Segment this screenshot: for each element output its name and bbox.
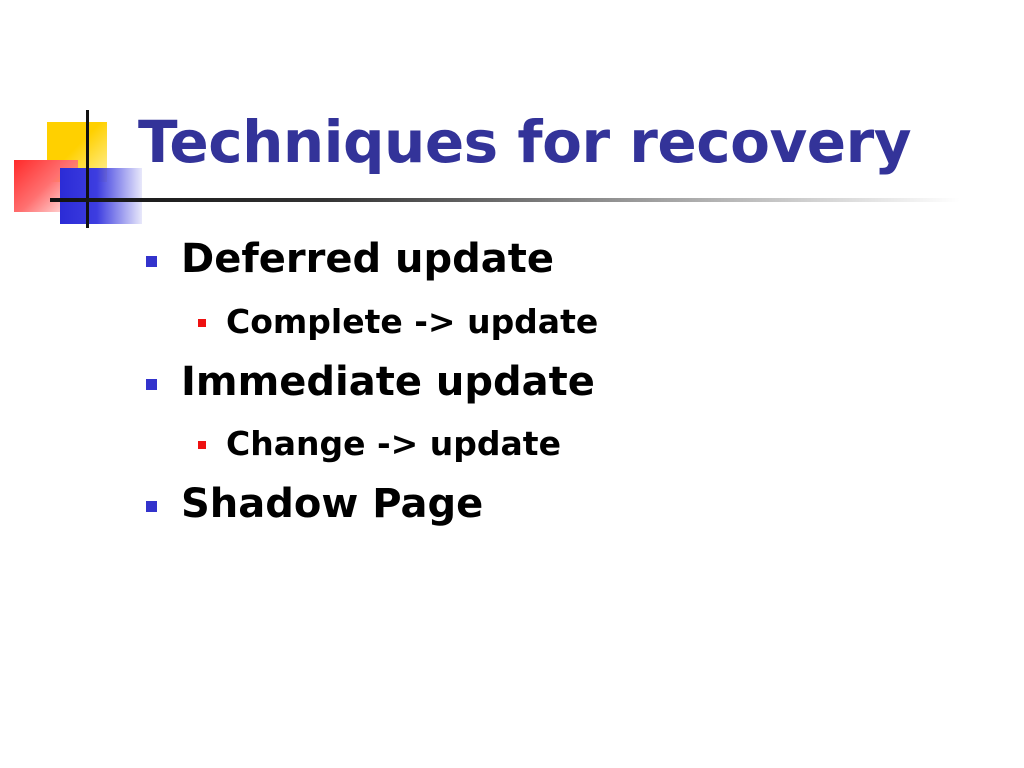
sub-bullet-text: Complete -> update bbox=[226, 302, 599, 341]
sub-bullet-item: Complete -> update bbox=[198, 302, 598, 341]
logo-blue-square bbox=[60, 168, 142, 224]
sub-bullet-square-icon bbox=[198, 319, 206, 327]
bullet-item: Shadow Page bbox=[146, 481, 483, 527]
bullet-text: Immediate update bbox=[181, 359, 595, 405]
bullet-square-icon bbox=[146, 500, 157, 512]
decorative-logo bbox=[0, 0, 160, 240]
title-underline bbox=[50, 198, 960, 202]
slide-title: Techniques for recovery bbox=[138, 108, 912, 176]
bullet-item: Immediate update bbox=[146, 359, 595, 405]
bullet-item: Deferred update bbox=[146, 236, 554, 282]
bullet-text: Deferred update bbox=[181, 236, 554, 282]
sub-bullet-item: Change -> update bbox=[198, 424, 561, 463]
bullet-square-icon bbox=[146, 255, 157, 267]
sub-bullet-square-icon bbox=[198, 441, 206, 449]
bullet-square-icon bbox=[146, 378, 157, 390]
logo-vertical-line bbox=[86, 110, 89, 228]
bullet-text: Shadow Page bbox=[181, 481, 484, 527]
sub-bullet-text: Change -> update bbox=[226, 424, 561, 463]
